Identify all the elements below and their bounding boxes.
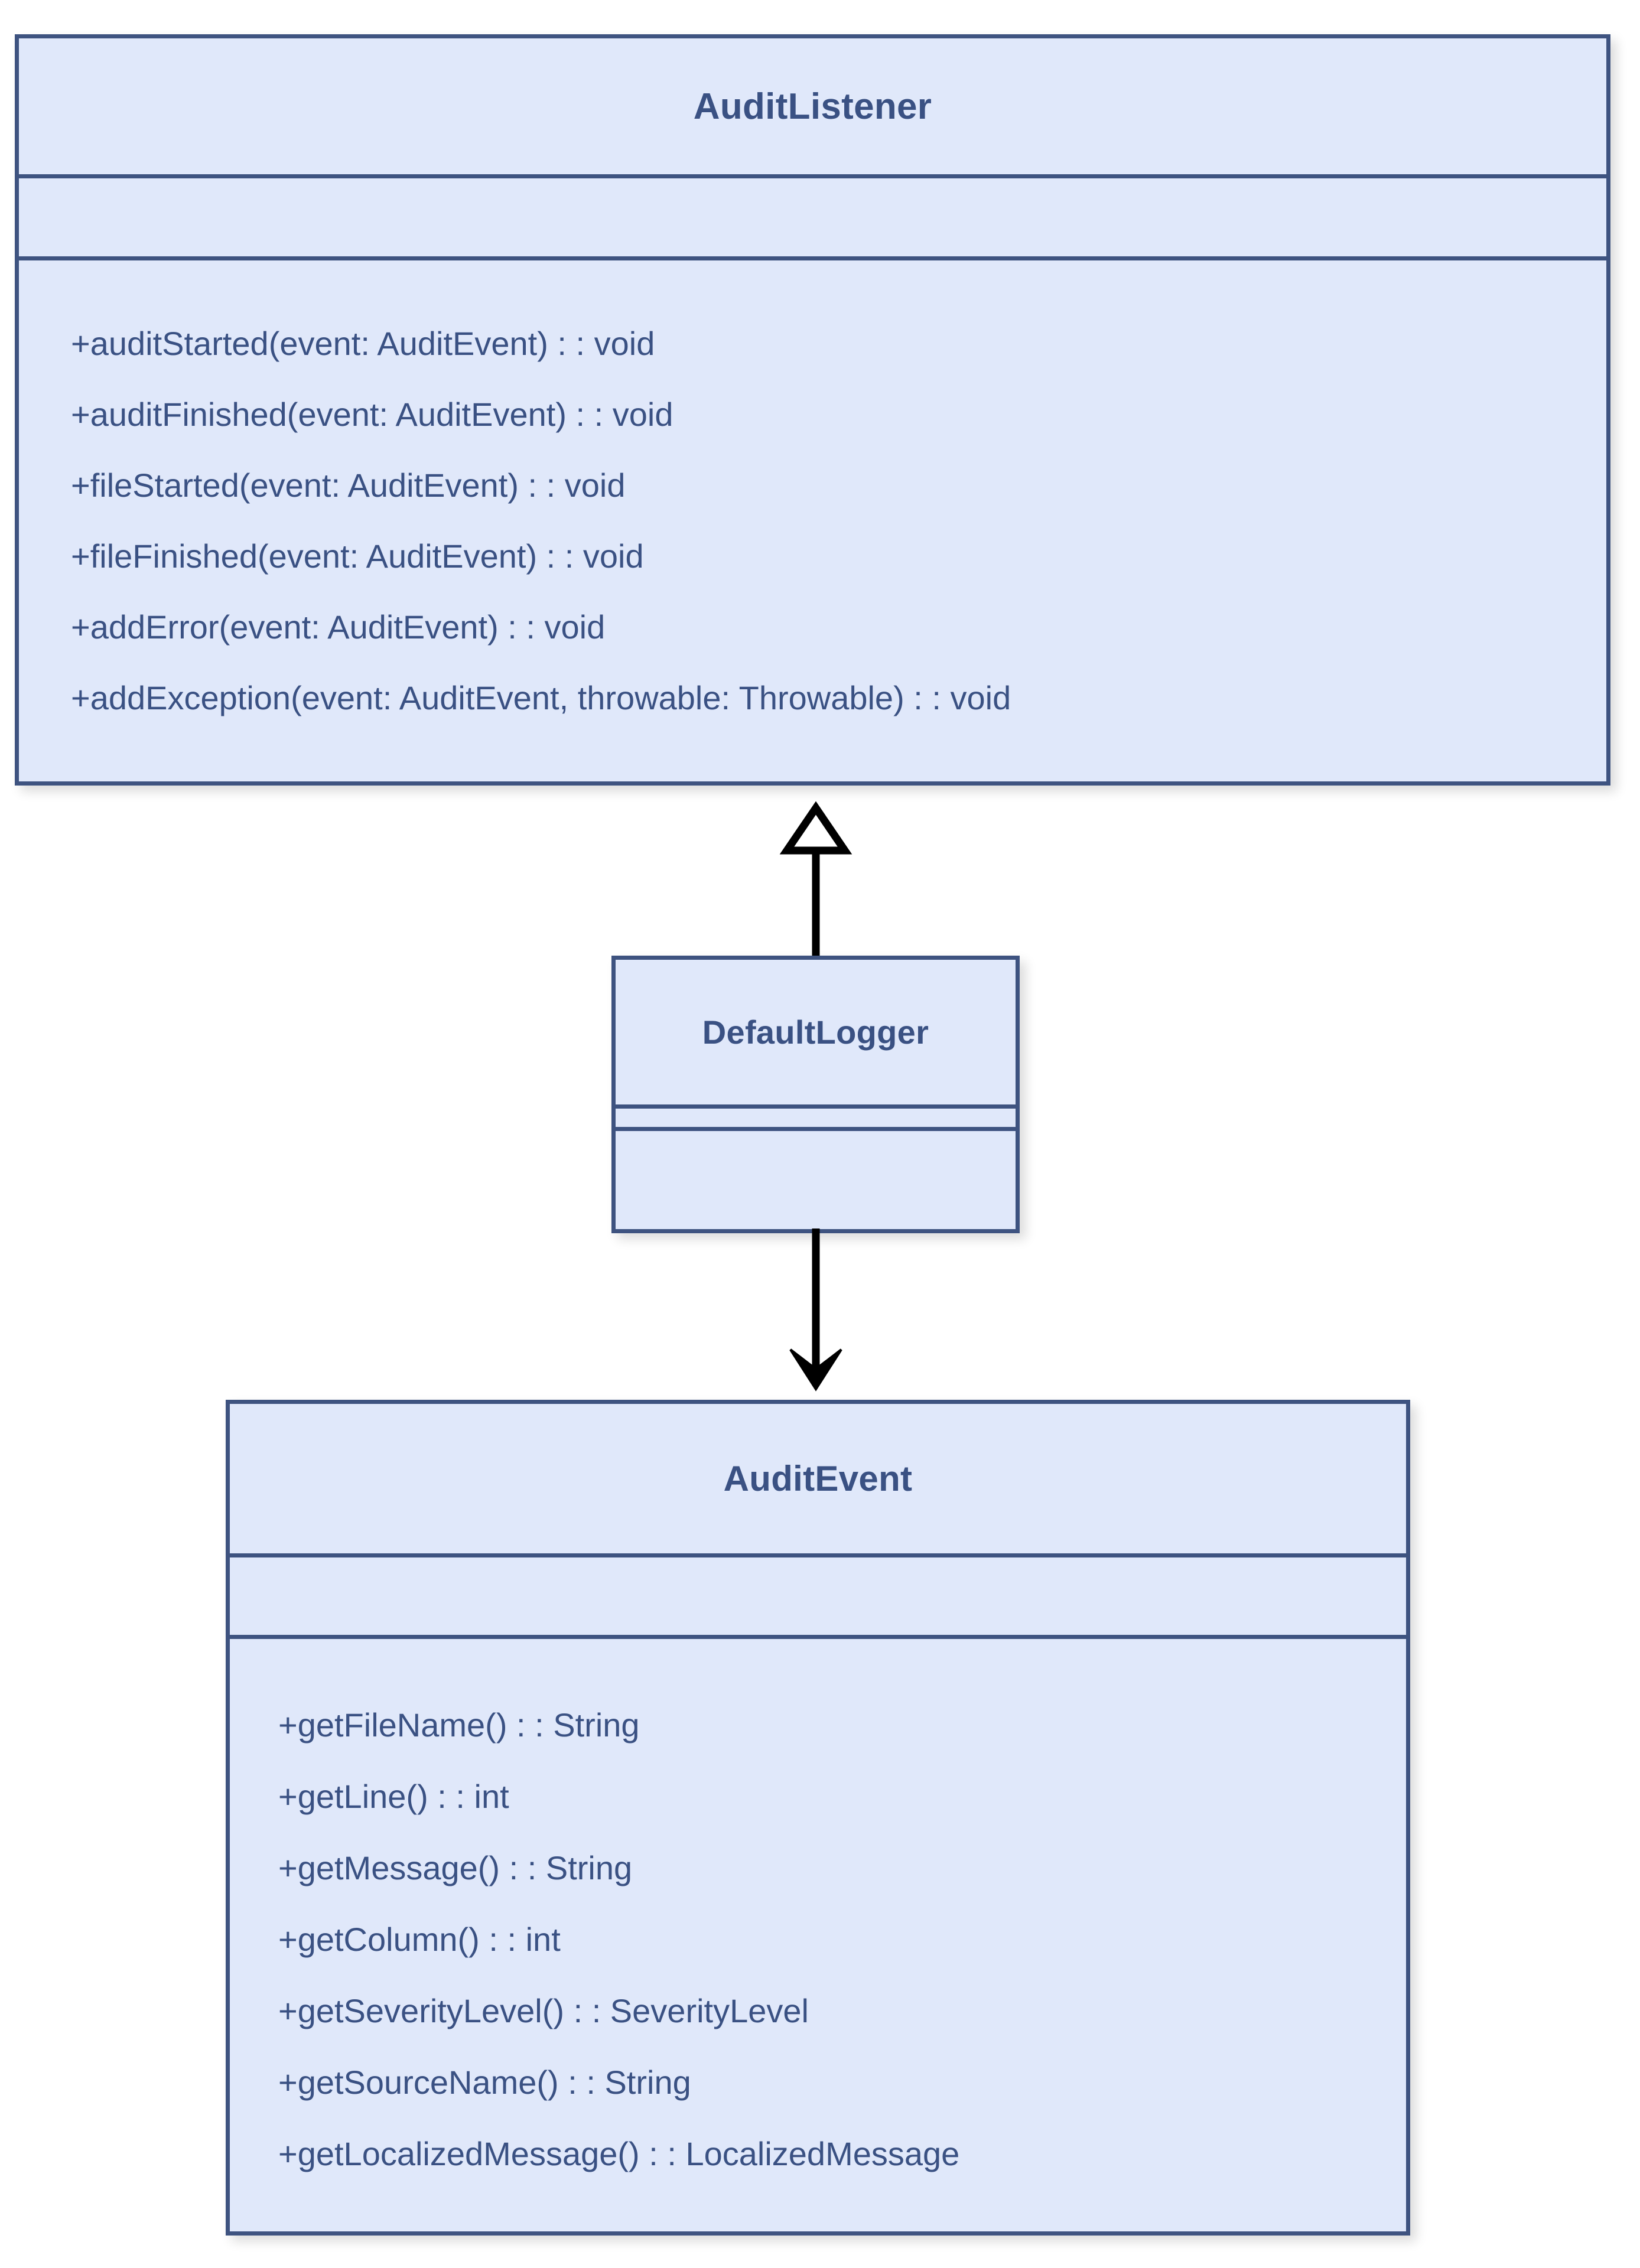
class-operation: +auditFinished(event: AuditEvent) : : vo… [71,396,673,433]
class-attributes-compartment-defaultlogger [616,1109,1016,1131]
class-attributes-compartment-auditevent [230,1557,1406,1639]
class-operation: +fileStarted(event: AuditEvent) : : void [71,467,626,504]
class-operation: +getLocalizedMessage() : : LocalizedMess… [278,2135,960,2172]
class-name-auditlistener: AuditListener [693,86,932,127]
class-operation: +getColumn() : : int [278,1921,561,1958]
class-operations-compartment-defaultlogger [616,1131,1016,1233]
class-operation: +auditStarted(event: AuditEvent) : : voi… [71,325,655,362]
class-operation: +getSourceName() : : String [278,2064,691,2101]
uml-class-auditevent[interactable]: AuditEvent +getFileName() : : String +ge… [226,1400,1410,2236]
class-title-compartment-auditevent: AuditEvent [230,1404,1406,1557]
class-operation: +getMessage() : : String [278,1849,633,1886]
class-title-compartment-auditlistener: AuditListener [19,38,1606,178]
class-attributes-compartment-auditlistener [19,178,1606,260]
class-operation: +addException(event: AuditEvent, throwab… [71,679,1011,716]
uml-class-auditlistener[interactable]: AuditListener +auditStarted(event: Audit… [15,34,1610,786]
class-operation: +getLine() : : int [278,1778,509,1815]
class-operation: +getSeverityLevel() : : SeverityLevel [278,1992,809,2029]
class-name-auditevent: AuditEvent [723,1459,913,1498]
uml-class-defaultlogger[interactable]: DefaultLogger [611,956,1020,1233]
class-operation: +fileFinished(event: AuditEvent) : : voi… [71,537,644,575]
dependency-connector-defaultlogger-to-auditevent [780,1228,857,1406]
class-operation: +getFileName() : : String [278,1706,640,1744]
class-title-compartment-defaultlogger: DefaultLogger [616,960,1016,1109]
class-operation: +addError(event: AuditEvent) : : void [71,608,606,646]
generalization-connector-defaultlogger-to-auditlistener [779,786,857,963]
class-name-defaultlogger: DefaultLogger [702,1014,929,1051]
class-operations-compartment-auditevent: +getFileName() : : String +getLine() : :… [230,1639,1406,2240]
class-operations-compartment-auditlistener: +auditStarted(event: AuditEvent) : : voi… [19,260,1606,781]
